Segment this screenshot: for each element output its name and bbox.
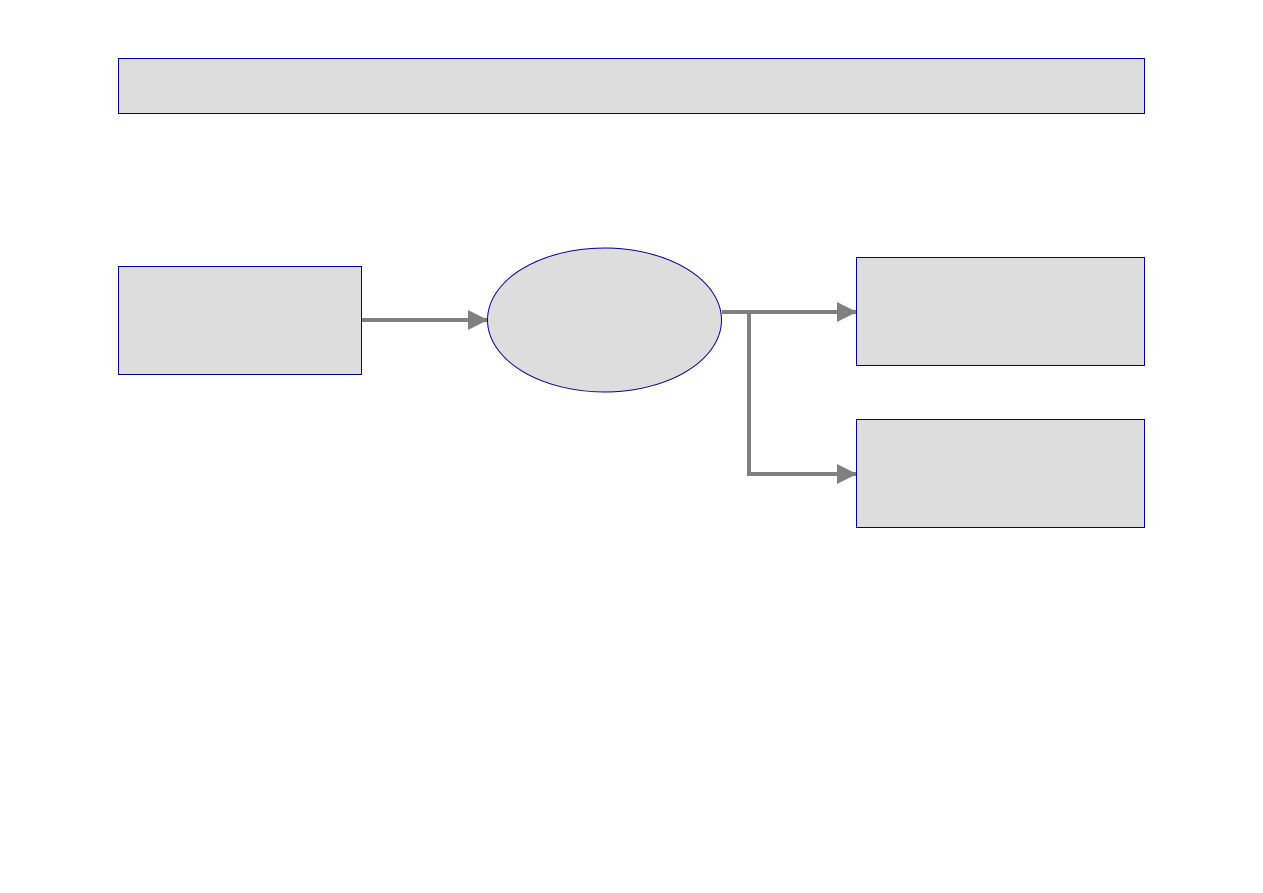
process-ellipse [487, 247, 722, 393]
output-box-top [856, 257, 1145, 366]
header-bar [118, 58, 1145, 114]
output-box-bottom [856, 419, 1145, 528]
input-box [118, 266, 362, 375]
